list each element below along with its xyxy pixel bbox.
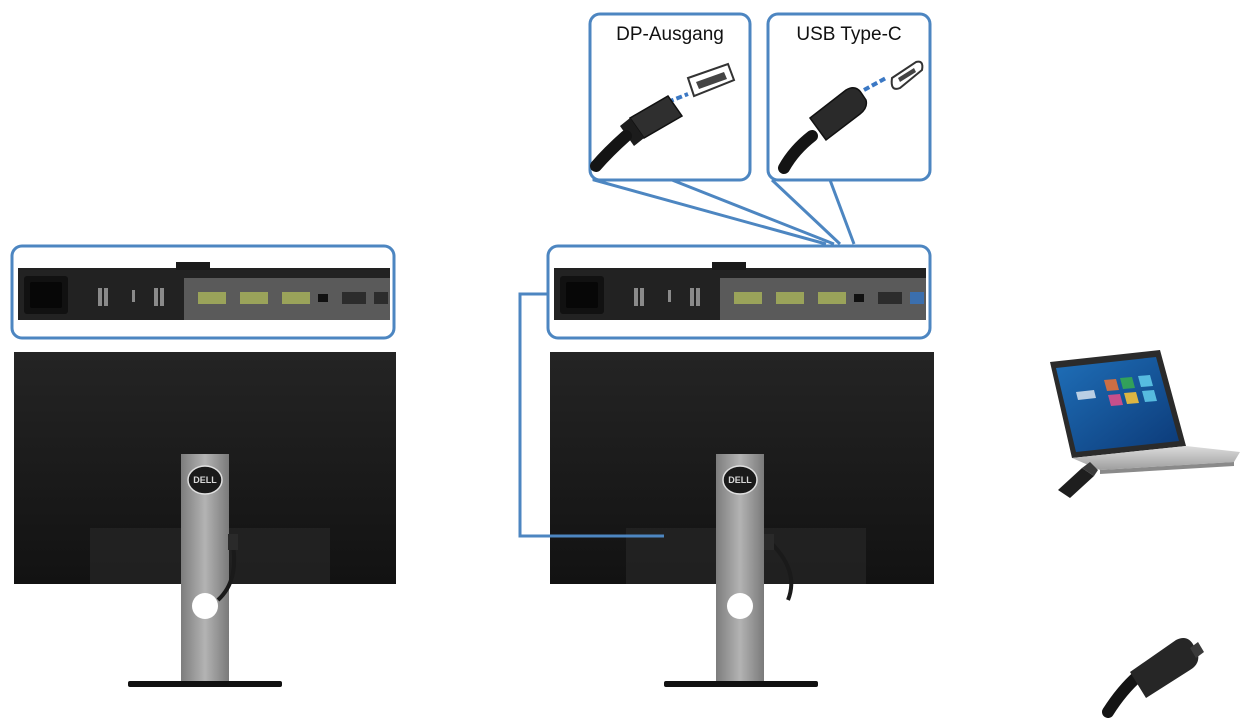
dell-logo-right: DELL (728, 475, 752, 485)
callout-usb-c: USB Type-C (766, 12, 932, 182)
callout-dp-output-label: DP-Ausgang (616, 24, 724, 45)
monitor-left: DELL (10, 244, 396, 687)
usb-c-plug-icon (1102, 638, 1204, 718)
callout-dp-output: DP-Ausgang (588, 12, 752, 182)
usb-c-cable-icon (778, 60, 924, 174)
port-strip-left (10, 244, 396, 340)
callout-usb-c-label: USB Type-C (796, 24, 901, 45)
connection-line (518, 292, 664, 538)
monitor-right: DELL (518, 244, 934, 687)
port-strip-right (546, 244, 932, 340)
callout-pointer-lines (592, 178, 856, 246)
displayport-cable-icon (590, 62, 736, 172)
monitor-stand-left: DELL (128, 454, 282, 687)
dell-logo-left: DELL (193, 475, 217, 485)
monitor-stand-right: DELL (664, 454, 818, 687)
laptop-icon (1050, 350, 1240, 498)
